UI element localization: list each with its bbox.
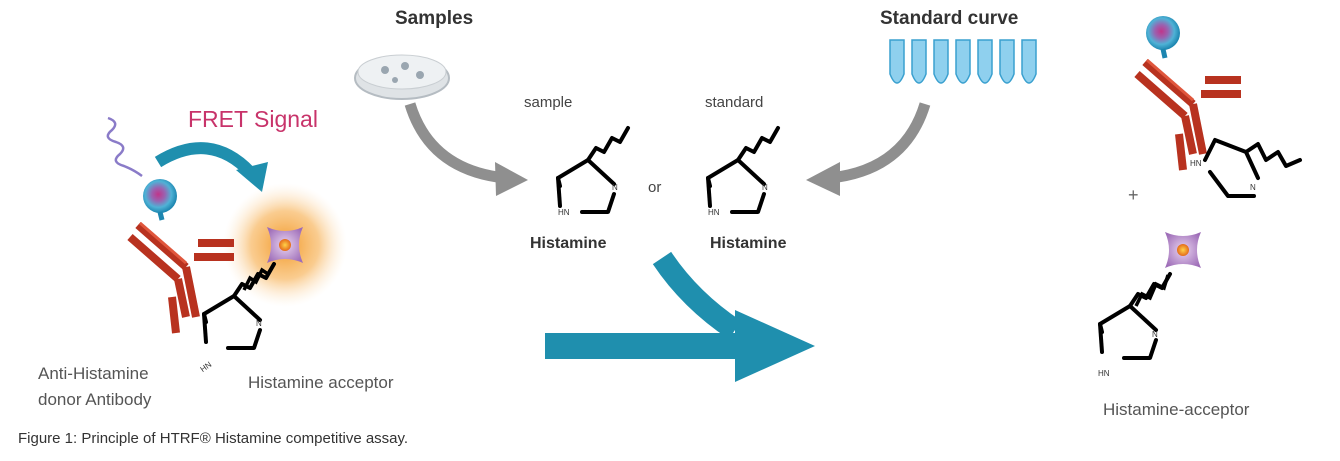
svg-text:HN: HN [1190,159,1202,168]
svg-text:HN: HN [558,208,570,217]
figure-caption: Figure 1: Principle of HTRF® Histamine c… [18,430,408,447]
svg-text:HN: HN [1098,369,1110,378]
donor-fluorophore-icon [1146,16,1180,50]
fret-complex: FRET Signal N HN Anti-Histamine donor An… [38,106,394,409]
bound-histamine-icon: HN N [1190,138,1302,198]
standard-arrow [829,102,931,184]
svg-text:HN: HN [199,360,214,374]
or-label: or [648,179,661,196]
acceptor-label: Histamine acceptor [248,373,394,392]
standard-histamine-icon [706,126,780,214]
standard-label: standard [705,94,763,111]
standard-curve-title: Standard curve [880,8,1018,29]
result-group: HN N + N HN Histamine-acceptor [1098,16,1302,419]
svg-text:N: N [1152,330,1158,339]
histamine-acceptor-label: Histamine-acceptor [1103,400,1250,419]
sample-label: sample [524,94,572,111]
svg-text:N: N [256,319,262,328]
petri-dish-icon [354,54,450,100]
svg-text:N: N [1250,183,1256,192]
samples-arrow [404,102,506,184]
donor-label-line2: donor Antibody [38,390,152,409]
fret-arrow-head [236,162,268,192]
excitation-wave-icon [106,116,143,178]
fret-signal-label: FRET Signal [188,106,318,132]
histamine-label-sample: Histamine [530,235,607,252]
samples-group: Samples sample N HN or Histamine [354,8,661,252]
donor-antibody-icon [130,223,234,333]
samples-title: Samples [395,8,473,29]
svg-text:N: N [762,183,768,192]
free-acceptor-histamine-icon [1098,272,1172,360]
standard-group: Standard curve standard N HN Histamine [705,8,1037,252]
svg-text:N: N [612,183,618,192]
svg-text:HN: HN [708,208,720,217]
acceptor-fluorophore-icon [1165,232,1201,268]
histamine-label-standard: Histamine [710,235,787,252]
test-tubes-icon [889,39,1037,84]
donor-label-line1: Anti-Histamine [38,364,149,383]
plus-sign: + [1128,185,1139,205]
donor-fluorophore-icon [143,179,177,213]
sample-histamine-icon [556,126,630,214]
competition-arrow [545,251,815,382]
donor-antibody-icon [1137,60,1241,170]
acceptor-fluorophore-icon [267,227,303,263]
fret-transfer-arrow [154,142,255,177]
